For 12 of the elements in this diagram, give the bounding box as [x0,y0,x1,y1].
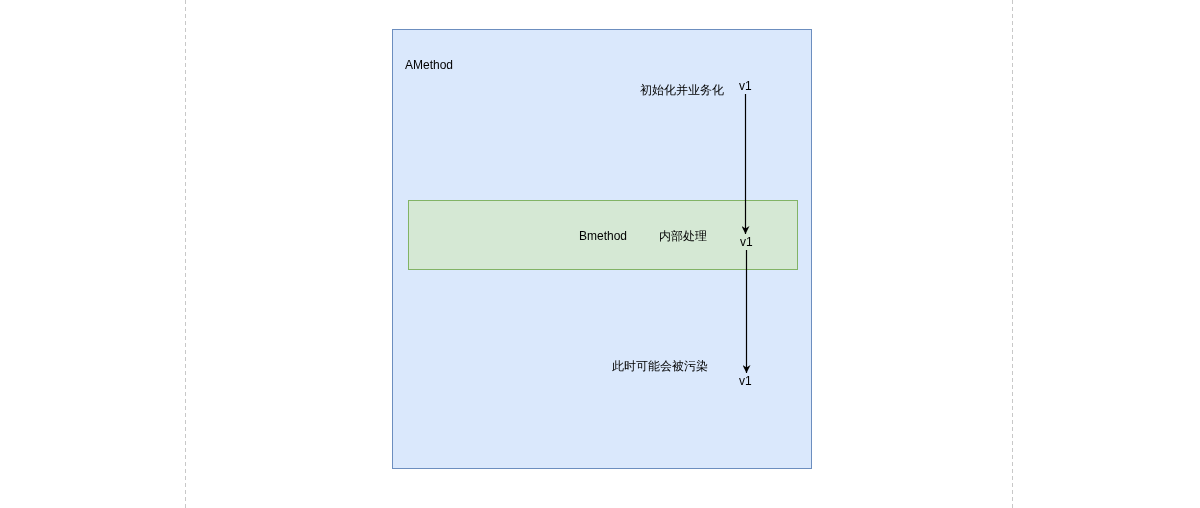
arrow [741,93,750,235]
method-title: AMethod [405,58,454,72]
method-box [392,29,812,469]
arrow [742,249,751,374]
step-note: 初始化并业务化 [640,83,724,97]
method-box [408,200,798,270]
variable-label: v1 [739,79,752,93]
step-note: 此时可能会被污染 [612,359,708,373]
method-title: Bmethod [579,229,628,243]
variable-label: v1 [740,235,753,249]
variable-label: v1 [739,374,752,388]
step-note: 内部处理 [659,229,707,243]
